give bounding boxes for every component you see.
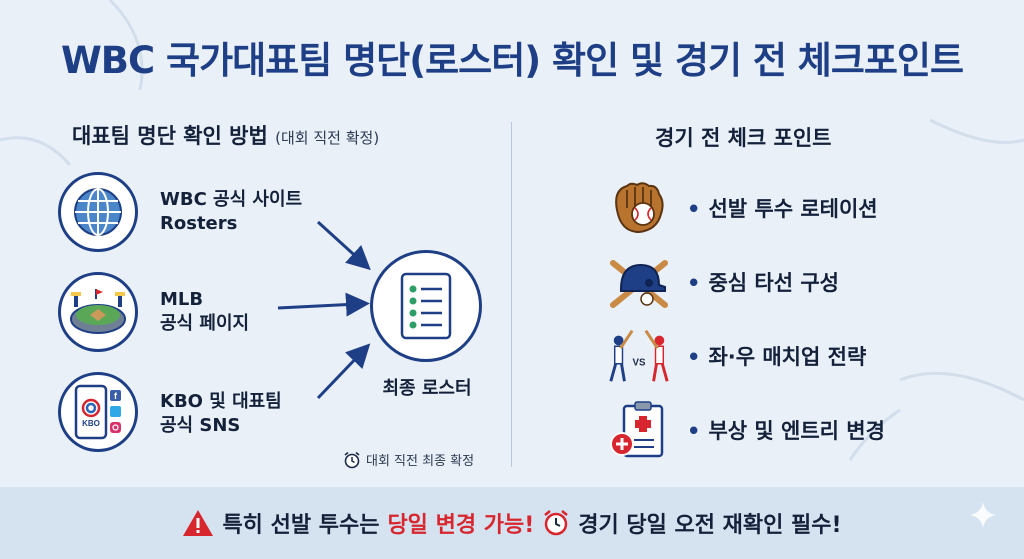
warning-text-part2: 당일 변경 가능! bbox=[387, 513, 535, 538]
checkpoint-starting-rotation-label: 선발 투수 로테이션 bbox=[708, 197, 878, 221]
checkpoint-matchup-strategy-label: 좌·우 매치업 전략 bbox=[708, 345, 867, 369]
final-confirm-note-text: 대회 직전 최종 확정 bbox=[366, 454, 475, 469]
bottom-warning-bar: 특히 선발 투수는 당일 변경 가능! 경기 당일 오전 재확인 필수! bbox=[0, 487, 1024, 559]
final-roster-circle bbox=[370, 250, 482, 362]
batter-vs-batter-icon: VS bbox=[609, 329, 669, 382]
checkpoint-matchup-strategy: VS • 좌·우 매치업 전략 bbox=[605, 326, 965, 386]
warning-text-part3: 경기 당일 오전 재확인 필수! bbox=[578, 513, 842, 538]
alarm-clock-icon bbox=[544, 510, 569, 536]
wbc-site-label: WBC 공식 사이트 Rosters bbox=[160, 188, 302, 236]
medical-clipboard-icon bbox=[610, 401, 664, 458]
page-title: WBC 국가대표팀 명단(로스터) 확인 및 경기 전 체크포인트 bbox=[61, 39, 964, 82]
checkpoint-injury-entry-label: 부상 및 엔트리 변경 bbox=[708, 419, 885, 443]
smartphone-icon: KBO f bbox=[74, 384, 121, 440]
kbo-sns-label-line2: 공식 SNS bbox=[160, 415, 241, 436]
batting-helmet-icon bbox=[610, 260, 668, 308]
stadium-icon bbox=[70, 289, 126, 334]
warning-text-part1: 특히 선발 투수는 bbox=[222, 513, 380, 538]
wbc-site-label-line2: Rosters bbox=[160, 213, 238, 234]
arrow-from-wbc bbox=[316, 220, 371, 271]
globe-icon bbox=[74, 188, 122, 236]
bullet: • bbox=[687, 345, 701, 369]
mlb-page-label: MLB 공식 페이지 bbox=[160, 288, 249, 336]
kbo-logo-text: KBO bbox=[82, 419, 100, 428]
wbc-site-icon-circle bbox=[58, 172, 138, 252]
roster-check-heading-sub: (대회 직전 확정) bbox=[275, 129, 380, 147]
column-divider bbox=[511, 122, 512, 467]
roster-check-heading-main: 대표팀 명단 확인 방법 bbox=[72, 124, 268, 148]
bullet: • bbox=[687, 271, 701, 295]
sparkle-icon bbox=[970, 502, 996, 528]
bullet: • bbox=[687, 419, 701, 443]
svg-text:f: f bbox=[114, 391, 118, 401]
bullet: • bbox=[687, 197, 701, 221]
wbc-site-label-line1: WBC 공식 사이트 bbox=[160, 189, 303, 210]
vs-text: VS bbox=[633, 358, 646, 369]
checkpoint-cleanup-lineup: • 중심 타선 구성 bbox=[605, 252, 965, 312]
arrow-from-kbo bbox=[316, 343, 371, 400]
warning-triangle-icon bbox=[183, 510, 214, 536]
checkpoint-starting-rotation: • 선발 투수 로테이션 bbox=[605, 178, 965, 238]
checkpoint-cleanup-lineup-label: 중심 타선 구성 bbox=[708, 271, 839, 295]
roster-check-heading: 대표팀 명단 확인 방법 (대회 직전 확정) bbox=[72, 120, 379, 150]
alarm-clock-icon bbox=[344, 451, 360, 468]
baseball-glove-icon bbox=[615, 182, 664, 234]
mlb-page-label-line1: MLB bbox=[160, 289, 204, 310]
flow-arrows bbox=[277, 220, 371, 400]
roster-document-icon bbox=[400, 272, 452, 340]
final-confirm-note: 대회 직전 최종 확정 bbox=[343, 450, 474, 469]
kbo-sns-label-line1: KBO 및 대표팀 bbox=[160, 391, 282, 412]
arrow-from-mlb bbox=[277, 292, 370, 317]
pregame-checkpoints-heading: 경기 전 체크 포인트 bbox=[655, 126, 832, 150]
kbo-sns-icon-circle: KBO f bbox=[58, 372, 138, 452]
mlb-page-icon-circle bbox=[58, 272, 138, 352]
kbo-sns-label: KBO 및 대표팀 공식 SNS bbox=[160, 390, 282, 438]
final-roster-label: 최종 로스터 bbox=[382, 378, 472, 399]
mlb-page-label-line2: 공식 페이지 bbox=[160, 313, 250, 334]
checkpoint-injury-entry: • 부상 및 엔트리 변경 bbox=[605, 400, 965, 460]
